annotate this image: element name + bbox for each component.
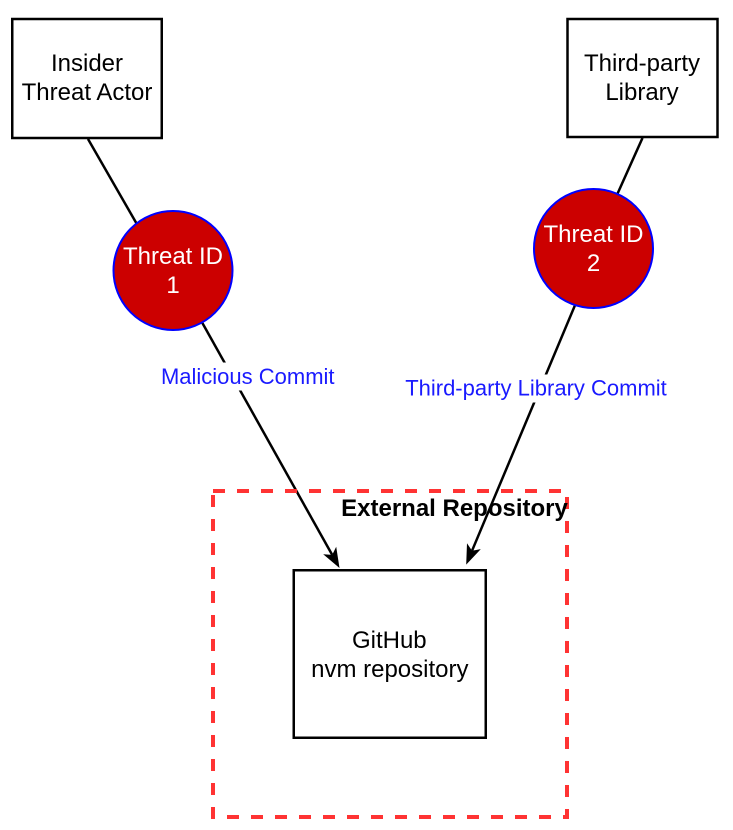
svg-text:Insider: Insider: [51, 50, 123, 77]
svg-text:External Repository: External Repository: [341, 495, 568, 522]
svg-text:nvm repository: nvm repository: [311, 656, 468, 683]
svg-text:Threat Actor: Threat Actor: [22, 79, 153, 106]
svg-text:Malicious Commit: Malicious Commit: [161, 364, 335, 389]
svg-text:Third-party Library Commit: Third-party Library Commit: [405, 376, 667, 401]
svg-text:Threat ID: Threat ID: [543, 221, 643, 248]
svg-text:Third-party: Third-party: [584, 50, 700, 77]
svg-text:GitHub: GitHub: [352, 627, 427, 654]
svg-text:Library: Library: [605, 79, 678, 106]
svg-text:1: 1: [166, 272, 179, 299]
svg-text:Threat ID: Threat ID: [123, 243, 223, 270]
svg-text:2: 2: [587, 250, 600, 277]
